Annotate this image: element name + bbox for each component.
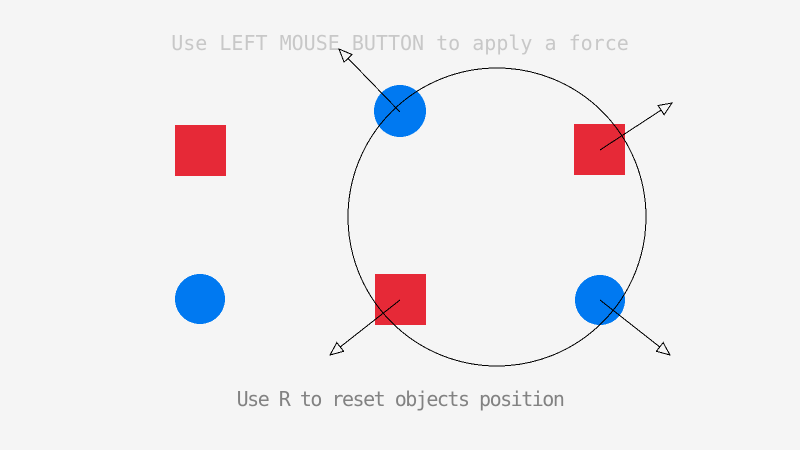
- force-arrow-shaft: [599, 109, 662, 151]
- physics-object-square-red[interactable]: [175, 125, 226, 176]
- force-arrow-head: [328, 341, 345, 356]
- force-arrow-head: [657, 102, 674, 116]
- force-arrow-shaft: [339, 299, 401, 348]
- physics-object-square-red[interactable]: [574, 124, 625, 175]
- hint-reset-objects: Use R to reset objects position: [236, 387, 565, 411]
- force-arrow-head: [338, 48, 353, 64]
- hint-apply-force: Use LEFT MOUSE BUTTON to apply a force: [171, 31, 629, 55]
- physics-object-square-red[interactable]: [375, 274, 426, 325]
- force-arrow-head: [655, 341, 672, 356]
- boundary-circle-outline: [347, 67, 647, 367]
- force-arrow-shaft: [599, 299, 661, 348]
- physics-object-circle-blue[interactable]: [175, 274, 225, 324]
- force-arrow-shaft: [347, 57, 401, 113]
